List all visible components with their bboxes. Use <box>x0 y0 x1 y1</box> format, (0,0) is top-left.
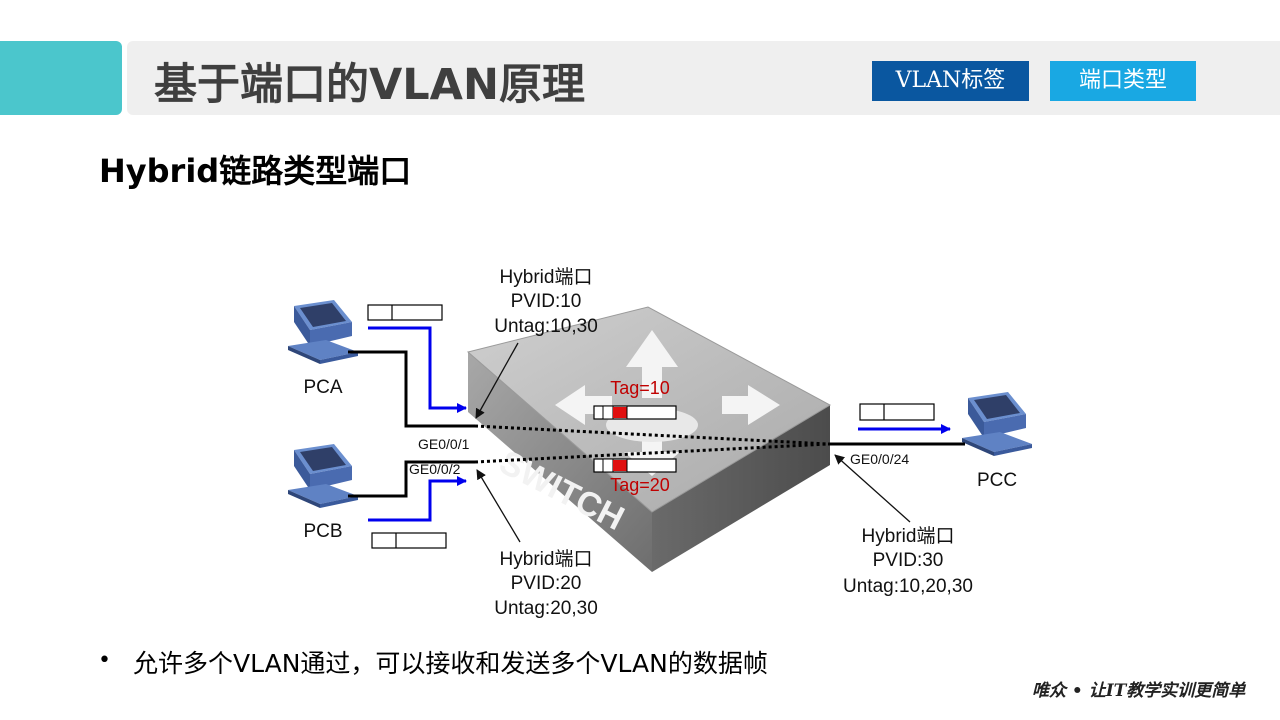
pcc-computer-icon <box>962 392 1032 456</box>
tag-10-label: Tag=10 <box>610 378 670 398</box>
callout-bottom-line1: Hybrid端口 <box>500 548 593 570</box>
callout-pointers <box>475 342 911 543</box>
port-ge0-0-1-label: GE0/0/1 <box>418 436 470 452</box>
callout-right-line3: Untag:10,20,30 <box>843 576 973 597</box>
frame-direction-arrows <box>368 326 951 522</box>
nav-vlan-tag-button[interactable]: VLAN标签 <box>872 61 1029 101</box>
tag-20-label: Tag=20 <box>610 475 670 495</box>
footer-slogan: 唯众 • 让IT教学实训更简单 <box>1032 681 1246 701</box>
tagged-frames <box>593 405 677 473</box>
nav-port-type-button[interactable]: 端口类型 <box>1050 61 1196 101</box>
callout-bottom-line2: PVID:20 <box>511 573 582 594</box>
title-accent-bar <box>0 41 122 115</box>
pca-computer-icon <box>288 300 358 364</box>
bullet-marker: • <box>98 648 111 673</box>
callout-right-line2: PVID:30 <box>873 550 944 571</box>
port-ge0-0-2-label: GE0/0/2 <box>409 461 461 477</box>
callout-bottom-line3: Untag:20,30 <box>494 598 598 619</box>
switch-device: SWITCH <box>466 306 832 572</box>
pcc-label: PCC <box>977 470 1017 491</box>
page-title: 基于端口的VLAN原理 <box>154 60 585 110</box>
pca-label: PCA <box>303 377 342 398</box>
vlan-paths <box>474 424 829 464</box>
pcb-computer-icon <box>288 444 358 508</box>
callout-top-line1: Hybrid端口 <box>500 266 593 288</box>
callout-right-line1: Hybrid端口 <box>862 525 955 547</box>
callout-top-line3: Untag:10,30 <box>494 316 598 337</box>
cables <box>348 350 965 498</box>
pcb-label: PCB <box>303 521 342 542</box>
callout-top-line2: PVID:10 <box>511 291 582 312</box>
bullet-text: 允许多个VLAN通过，可以接收和发送多个VLAN的数据帧 <box>133 649 768 678</box>
section-subtitle: Hybrid链路类型端口 <box>99 152 412 190</box>
port-ge0-0-24-label: GE0/0/24 <box>850 451 909 467</box>
untagged-frames <box>367 304 935 549</box>
